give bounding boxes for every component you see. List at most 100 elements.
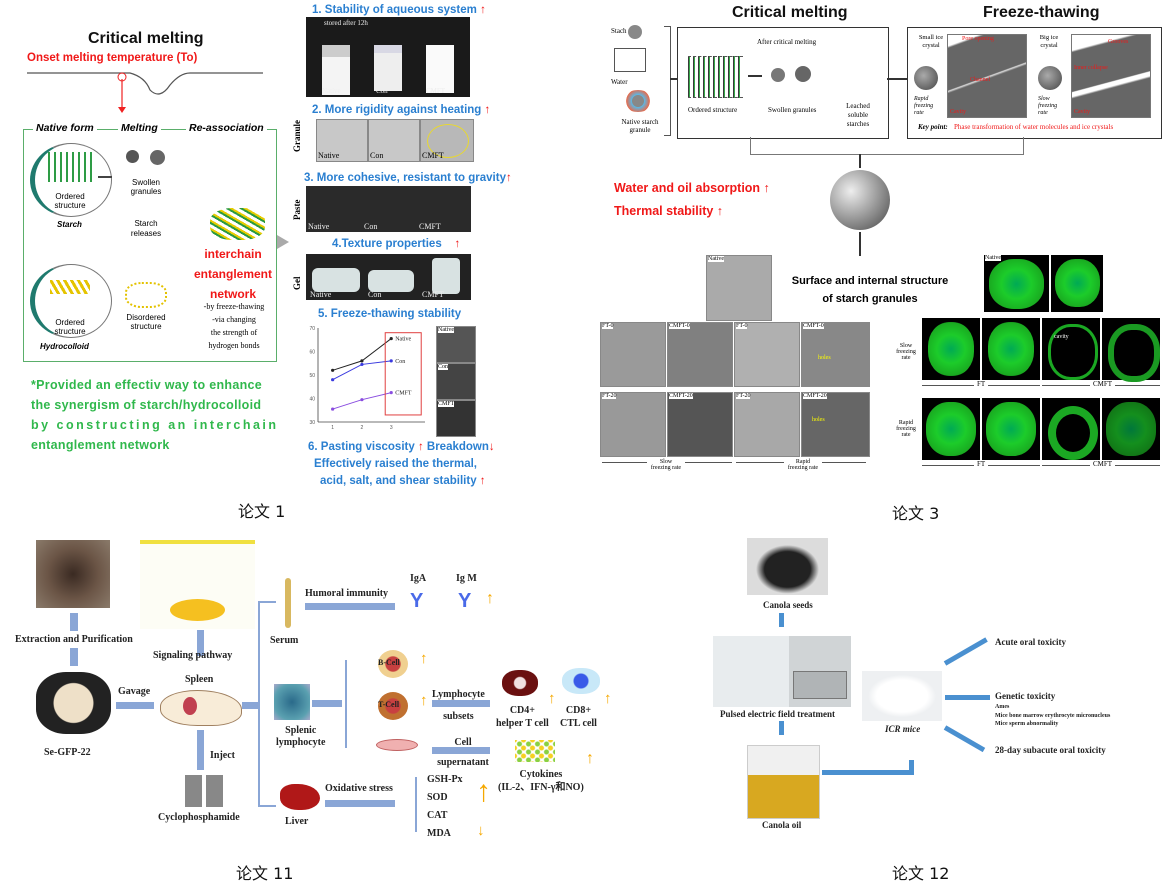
spleen-organ-icon (183, 697, 197, 715)
ordered-structure-icon (688, 56, 743, 98)
arrow-up-icon (197, 730, 204, 770)
rapid-label: Rapid freezing rate (914, 96, 934, 116)
small-ice-label: Small ice crystal (918, 34, 944, 49)
stored-note: stored after 12h (324, 19, 368, 27)
arrow-down-icon (70, 648, 78, 666)
culture-dish-icon (376, 739, 418, 751)
arrow-icon (943, 725, 986, 753)
groove-diagram: Grooves Inner collapse Cavity (1071, 34, 1151, 118)
native-granule-label: Native starch granule (621, 118, 659, 134)
sem-image: FT-0 (600, 322, 666, 387)
surface-line: of starch granules (822, 293, 918, 305)
note-line: hydrogen bonds (208, 341, 260, 350)
surface-title: Surface and internal structure of starch… (790, 272, 950, 308)
gel-con (368, 270, 414, 292)
lymphocyte-image (274, 684, 310, 720)
sem-con: Con (436, 363, 476, 400)
result5-title: 5. Freeze-thawing stability (318, 308, 462, 320)
up-arrow-icon: ↑ (420, 650, 428, 667)
result4-text: 4.Texture properties (332, 238, 442, 250)
result6-line2: Effectively raised the thermal, (314, 458, 477, 470)
highlight-circle (427, 124, 469, 158)
sem-native: Native (436, 326, 476, 363)
slow-label: Slow freezing rate (1038, 96, 1058, 116)
data-point (389, 359, 393, 363)
connector (887, 78, 907, 80)
genetic-items: Ames Mice bone marrow erythrocyte micron… (995, 703, 1110, 729)
label-line: supernatant (437, 757, 489, 768)
arrow-right-icon (116, 702, 154, 709)
result4-title: 4.Texture properties ↑ (332, 238, 460, 250)
sample-label: Native (438, 327, 454, 333)
sem-image: FT-0 (734, 322, 800, 387)
inject-label: Inject (210, 750, 235, 761)
sem-label: CMFT-20 (803, 393, 827, 399)
swollen-granule-icon (150, 150, 165, 165)
label-line: CD8+ (565, 705, 592, 716)
result2-title: 2. More rigidity against heating ↑ (312, 104, 490, 116)
y-tick-label: 40 (309, 397, 315, 403)
fluorescent-image: cavity (1042, 318, 1100, 380)
extraction-label: Extraction and Purification (15, 634, 133, 645)
sem-label: CMFT-20 (669, 393, 693, 399)
enzyme-mda: MDA (427, 828, 451, 839)
starch-releases-label: Starch releases (130, 219, 162, 238)
hydrocolloid-helix-icon (50, 280, 90, 294)
channel-diagram: Pore opening Channel Cavity (947, 34, 1027, 118)
data-point (389, 391, 393, 395)
caption-paper11: 论文 11 (236, 864, 294, 883)
mouse-photo (862, 671, 942, 721)
result6-title: 6. Pasting viscosity ↑ Breakdown↓ (308, 441, 495, 453)
generator-icon (793, 671, 847, 699)
arrow-right-icon (748, 75, 762, 77)
vial-con (374, 45, 402, 91)
humoral-label: Humoral immunity (305, 588, 389, 599)
merge-bracket (750, 137, 1024, 155)
result6-text: acid, salt, and shear stability (320, 475, 477, 487)
cd8-label: CD8+ CTL cell (560, 704, 597, 730)
t-cell-icon: T-Cell (378, 692, 408, 720)
spleen-label: Spleen (185, 674, 214, 685)
header-native: Native form (33, 122, 97, 134)
conclusion-line: the synergism of starch/hydrocolloid (31, 398, 262, 412)
arrow-right-icon (432, 747, 490, 754)
vials-photo: stored after 12h Native Con CMFT (306, 17, 470, 97)
arrow-right-icon (432, 700, 490, 707)
arrow-right-icon (312, 700, 342, 707)
oil-label: Canola oil (762, 820, 802, 830)
seeds-label: Canola seeds (763, 600, 813, 610)
enzyme-cat: CAT (427, 810, 448, 821)
gel-photo: Native Con CMFT (306, 254, 471, 300)
granule-image-con: Con (368, 119, 420, 162)
sem-image: FT-20 (734, 392, 800, 457)
flu-rapid-label: Rapid freezing rate (896, 420, 916, 438)
granule-image-native: Native (316, 119, 368, 162)
arrow-down-icon (70, 613, 78, 631)
up-arrow-icon: ↑ (548, 690, 556, 707)
series-label: CMFT (395, 391, 412, 397)
signaling-pathway-image (140, 540, 255, 629)
branch-liver (258, 805, 276, 807)
antibody-igm-icon: Y (458, 590, 472, 612)
result3-text: 3. More cohesive, resistant to gravity (304, 172, 506, 184)
connector (670, 78, 678, 80)
label-line: CTL cell (560, 718, 597, 729)
sample-label: Native (322, 87, 341, 95)
sample-label: CMFT (419, 222, 441, 231)
ft-label: FT (974, 460, 989, 468)
igm-label: Ig M (456, 573, 477, 584)
up-arrow-icon: ↑ (480, 4, 486, 16)
arrow-down-icon (779, 721, 784, 735)
fluorescent-image (1102, 398, 1160, 460)
series-label: Native (395, 337, 411, 343)
genetic-item: Mice bone marrow erythrocyte micronucleu… (995, 712, 1111, 719)
arrow-icon (943, 637, 988, 666)
entangled-network-icon (210, 208, 265, 240)
sample-label: Native (308, 222, 330, 231)
canola-seeds-photo (747, 538, 828, 595)
granule-image-cmft: CMFT (420, 119, 474, 162)
leached-label: Leached soluble starches (846, 102, 870, 128)
channel-label: Channel (970, 77, 990, 83)
gray-arrow-icon (277, 235, 289, 249)
